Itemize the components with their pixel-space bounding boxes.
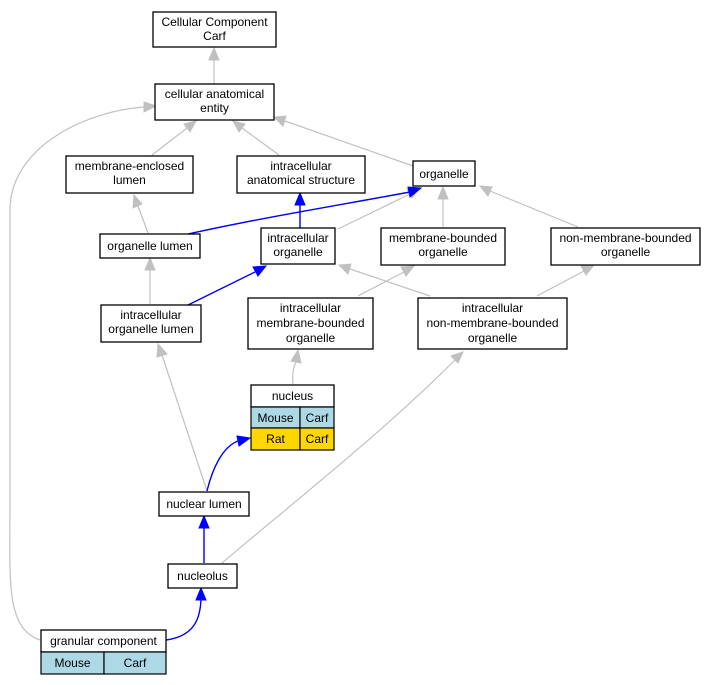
arrowhead [132, 193, 143, 209]
node-label: organelle lumen [107, 239, 192, 253]
arrowhead [183, 120, 197, 133]
node-label: intracellular [280, 301, 341, 315]
arrowhead [232, 120, 246, 133]
gene-label: Carf [124, 656, 147, 670]
arrowhead [156, 342, 168, 358]
node-membrane-bounded-organelle[interactable]: membrane-bounded organelle [380, 227, 506, 266]
arrowhead [337, 263, 352, 275]
edge-imbo-to-mbo [357, 271, 405, 297]
arrowhead [144, 256, 156, 271]
species-label: Rat [266, 432, 285, 446]
edge-mel-to-entity [151, 127, 188, 156]
node-label: organelle [273, 245, 323, 259]
node-label: organelle lumen [108, 322, 193, 336]
edge-ias-to-entity [241, 127, 280, 156]
edges-blue [165, 186, 423, 641]
cell-rat-gene [299, 427, 335, 451]
node-title: granular component [50, 634, 157, 648]
node-label: organelle [601, 245, 651, 259]
node-intracellular-organelle[interactable]: intracellular organelle [260, 227, 336, 265]
node-granular-component[interactable]: granular component Mouse Carf [40, 629, 167, 675]
edge-nucleolus-to-inmbo [221, 359, 456, 564]
edges-gray [9, 46, 596, 641]
node-membrane-enclosed-lumen[interactable]: membrane-enclosed lumen [65, 155, 194, 194]
node-label: organelle [468, 331, 518, 345]
edge-nuclear-lumen-to-iol [161, 354, 208, 492]
node-title: nucleus [272, 389, 313, 403]
node-label: entity [200, 101, 229, 115]
arrowhead [198, 514, 210, 529]
node-label: cellular anatomical [165, 87, 264, 101]
node-organelle[interactable]: organelle [412, 160, 476, 187]
arrowhead [143, 101, 158, 113]
node-label: intracellular [462, 301, 523, 315]
edge-nucleus-to-imbo [292, 361, 297, 385]
arrowhead [195, 586, 207, 601]
node-label: Carf [203, 29, 226, 43]
edge-nmbo-to-organelle [489, 190, 579, 228]
arrowhead [208, 46, 220, 61]
node-nuclear-lumen[interactable]: nuclear lumen [158, 491, 250, 517]
gene-label: Carf [306, 432, 329, 446]
node-label: non-membrane-bounded [559, 231, 691, 245]
node-label: lumen [113, 173, 146, 187]
edge-iol-to-io [185, 271, 256, 307]
node-label: membrane-bounded [389, 231, 497, 245]
node-nucleolus[interactable]: nucleolus [167, 563, 238, 589]
node-label: non-membrane-bounded [426, 316, 558, 330]
node-label: intracellular [120, 308, 181, 322]
edge-ol-to-mel [137, 205, 149, 234]
arrowhead [407, 186, 423, 198]
arrowhead [580, 264, 596, 276]
node-cellular-component[interactable]: Cellular Component Carf [152, 11, 277, 48]
node-intracellular-anatomical-structure[interactable]: intracellular anatomical structure [236, 155, 366, 194]
node-label: organelle [286, 331, 336, 345]
arrowhead [437, 185, 449, 200]
edge-inmbo-to-nmbo [536, 270, 585, 297]
arrowhead [478, 185, 493, 197]
cell-mouse-gene [103, 651, 167, 675]
node-label: anatomical structure [247, 173, 355, 187]
node-nucleus[interactable]: nucleus Mouse Carf Rat Carf [250, 384, 335, 451]
edge-granular-to-entity [9, 106, 145, 641]
edge-ol-to-organelle [187, 191, 411, 235]
node-label: nucleolus [177, 569, 228, 583]
node-organelle-lumen[interactable]: organelle lumen [99, 233, 201, 259]
arrowhead [294, 191, 306, 206]
arrowhead [272, 115, 287, 127]
node-label: intracellular [270, 159, 331, 173]
node-label: nuclear lumen [166, 497, 241, 511]
edge-nuclear-lumen-to-nucleus [206, 440, 239, 492]
node-intracellular-non-membrane-bounded-organelle[interactable]: intracellular non-membrane-bounded organ… [417, 297, 568, 350]
node-label: organelle [418, 245, 468, 259]
arrowhead [236, 435, 252, 447]
node-intracellular-membrane-bounded-organelle[interactable]: intracellular membrane-bounded organelle [247, 297, 374, 350]
node-label: intracellular [267, 231, 328, 245]
arrowhead [290, 348, 302, 364]
edge-granular-to-nucleolus [165, 599, 202, 641]
node-non-membrane-bounded-organelle[interactable]: non-membrane-bounded organelle [550, 227, 701, 266]
arrowhead [400, 265, 416, 277]
edge-organelle-to-entity [284, 120, 414, 167]
arrowhead [450, 351, 464, 364]
edge-imbo-to-io [349, 268, 431, 297]
node-intracellular-organelle-lumen[interactable]: intracellular organelle lumen [100, 304, 202, 343]
node-label: membrane-bounded [256, 316, 364, 330]
species-label: Mouse [54, 656, 90, 670]
edge-io-to-organelle [337, 193, 411, 230]
node-label: Cellular Component [161, 15, 268, 29]
species-label: Mouse [257, 411, 293, 425]
gene-label: Carf [306, 411, 329, 425]
node-cellular-anatomical-entity[interactable]: cellular anatomical entity [154, 83, 275, 121]
arrowhead [252, 265, 268, 277]
node-label: membrane-enclosed [75, 159, 184, 173]
node-label: organelle [419, 167, 469, 181]
